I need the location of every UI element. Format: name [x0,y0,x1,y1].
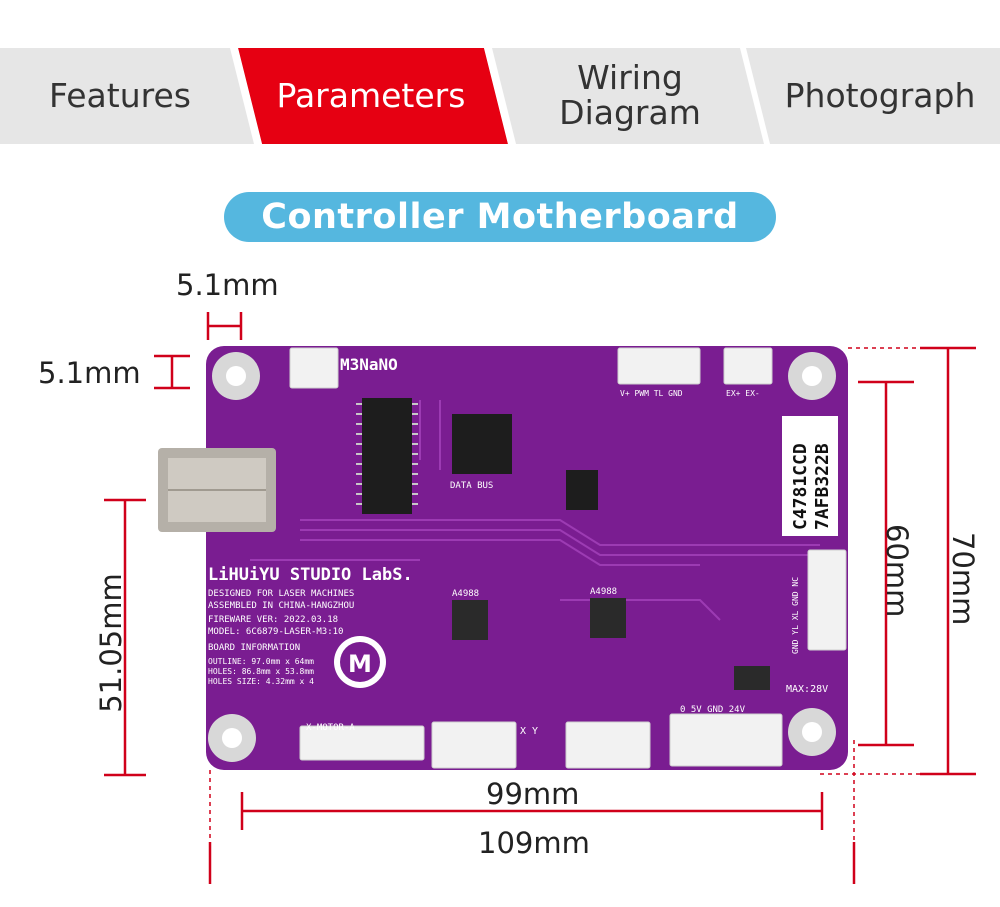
svg-text:A4988: A4988 [590,587,617,597]
svg-text:LiHUiYU STUDIO LabS.: LiHUiYU STUDIO LabS. [208,565,413,585]
tab-wiring-diagram[interactable]: Wiring Diagram [559,58,701,132]
active-tab-background [238,48,508,144]
svg-text:MAX:28V: MAX:28V [786,684,828,695]
svg-text:ASSEMBLED IN CHINA-HANGZHOU: ASSEMBLED IN CHINA-HANGZHOU [208,601,354,611]
svg-text:MODEL: 6C6879-LASER-M3:10: MODEL: 6C6879-LASER-M3:10 [208,627,343,637]
dimension-right-outer-height: 70mm [946,532,980,626]
svg-text:X Y: X Y [520,726,538,737]
dimension-guides [209,347,920,842]
section-title: Controller Motherboard [224,192,776,242]
tab-divider [740,48,770,144]
usb-b-port [158,448,276,532]
dimension-right-inner-height: 60mm [880,524,914,618]
chip-regulator [734,666,770,690]
pcb-traces [250,400,820,621]
chip-driver-a [452,600,488,640]
tab-bar-shapes [230,48,770,144]
serial-sticker [782,416,838,536]
pcb-body [206,346,848,770]
mounting-holes [208,352,836,762]
chip-driver-b [590,598,626,638]
svg-text:X-MOTOR-A: X-MOTOR-A [306,723,355,733]
svg-text:DESIGNED FOR LASER MACHINES: DESIGNED FOR LASER MACHINES [208,589,354,599]
dimension-hole-offset-x: 5.1mm [176,268,279,302]
dimension-outer-width: 109mm [478,826,590,860]
silkscreen-text: M3NaNO LiHUiYU STUDIO LabS. DESIGNED FOR… [208,355,828,737]
svg-text:BOARD INFORMATION: BOARD INFORMATION [208,643,300,653]
svg-text:OUTLINE: 97.0mm x 64mm: OUTLINE: 97.0mm x 64mm [208,657,314,666]
tab-parameters[interactable]: Parameters [276,75,466,115]
tab-photograph[interactable]: Photograph [784,75,976,115]
svg-text:HOLES SIZE: 4.32mm x 4: HOLES SIZE: 4.32mm x 4 [208,677,314,686]
dimension-left-height: 51.05mm [94,573,128,713]
svg-text:DATA BUS: DATA BUS [450,481,493,491]
dimension-hole-offset-y: 5.1mm [38,356,141,390]
limit-connector-label: GND YL XL GND NC [791,577,800,654]
svg-text:C4781CCD: C4781CCD [790,443,811,530]
connectors [289,347,847,769]
sticker-text: C4781CCD 7AFB322B [790,443,833,530]
svg-text:V+ PWM TL GND: V+ PWM TL GND [620,389,683,398]
chip-main [362,398,412,514]
dimension-lines [104,312,976,884]
svg-text:EX+ EX-: EX+ EX- [726,389,760,398]
tab-divider [230,48,262,144]
svg-text:FIREWARE VER: 2022.03.18: FIREWARE VER: 2022.03.18 [208,615,338,625]
svg-text:7AFB322B: 7AFB322B [812,443,833,530]
chip-small [566,470,598,510]
svg-text:HOLES: 86.8mm x 53.8mm: HOLES: 86.8mm x 53.8mm [208,667,314,676]
tab-divider [484,48,516,144]
dimension-inner-width: 99mm [486,777,580,811]
chip-mcu [452,414,512,474]
svg-text:M3NaNO: M3NaNO [340,355,398,374]
svg-text:A4988: A4988 [452,589,479,599]
tab-features[interactable]: Features [49,75,191,115]
svg-text:M: M [348,650,372,678]
svg-text:0 5V GND 24V: 0 5V GND 24V [680,705,746,715]
chip-main-pins [356,403,418,505]
